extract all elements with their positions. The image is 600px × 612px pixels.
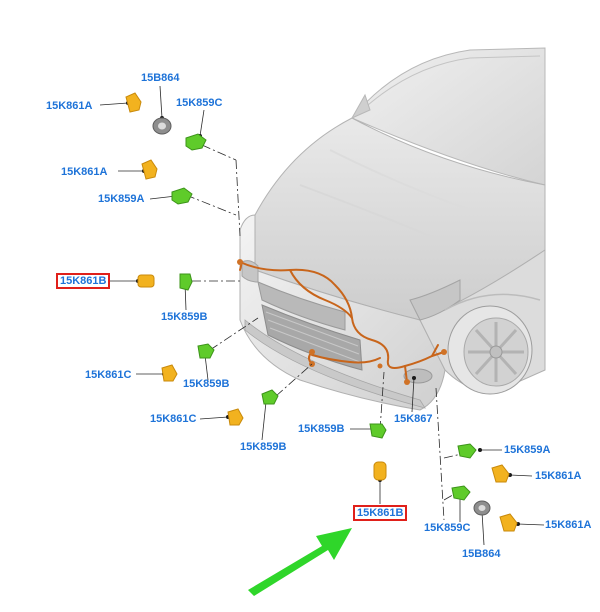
part-label-15k859b-middle[interactable]: 15K859B — [183, 378, 230, 390]
part-label-15k861b-highlighted-bottom[interactable]: 15K861B — [353, 505, 408, 521]
part-label-15k859c-top[interactable]: 15K859C — [176, 97, 223, 109]
part-label-15k861a-upper-left[interactable]: 15K861A — [61, 166, 108, 178]
part-label-15k861b-highlighted-left[interactable]: 15K861B — [56, 273, 111, 289]
part-label-15k859c-bottom[interactable]: 15K859C — [424, 522, 471, 534]
grommet-gray — [152, 117, 491, 516]
part-label-15k861a-right[interactable]: 15K861A — [535, 470, 582, 482]
part-label-15k867[interactable]: 15K867 — [394, 413, 433, 425]
part-label-15k861c-lower[interactable]: 15K861C — [150, 413, 197, 425]
part-label-15k861c-left[interactable]: 15K861C — [85, 369, 132, 381]
part-label-15b864-bottom[interactable]: 15B864 — [462, 548, 501, 560]
sensor-bracket-green — [171, 133, 477, 501]
part-label-15k859b-lower[interactable]: 15K859B — [240, 441, 287, 453]
part-label-15k861a-bottom-right[interactable]: 15K861A — [545, 519, 592, 531]
part-label-15k859b-center[interactable]: 15K859B — [298, 423, 345, 435]
car-front-illustration — [239, 47, 546, 411]
part-label-15k859a-left[interactable]: 15K859A — [98, 193, 145, 205]
parking-sensor-yellow — [125, 92, 518, 532]
part-label-15k859b-left[interactable]: 15K859B — [161, 311, 208, 323]
part-label-15k861a-top[interactable]: 15K861A — [46, 100, 93, 112]
pointer-arrow — [248, 528, 352, 596]
part-label-15b864-top[interactable]: 15B864 — [141, 72, 180, 84]
part-label-15k859a-right[interactable]: 15K859A — [504, 444, 551, 456]
